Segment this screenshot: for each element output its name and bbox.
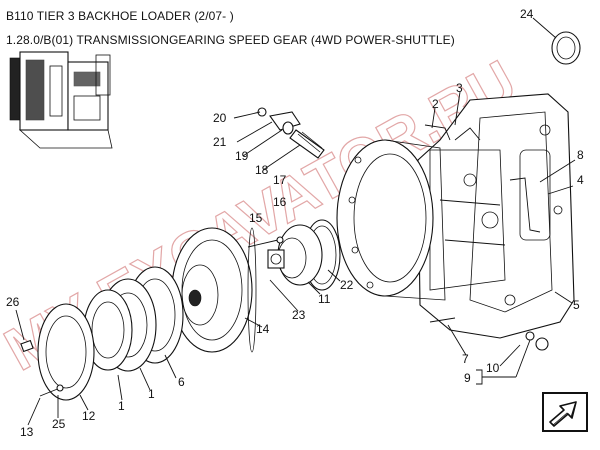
callout-14: 14 [256, 322, 270, 336]
callout-21: 21 [213, 135, 227, 149]
callout-7: 7 [462, 352, 469, 366]
diagram-subtitle: 1.28.0/B(01) TRANSMISSIONGEARING SPEED G… [6, 33, 455, 47]
callout-4: 4 [577, 173, 584, 187]
bell-housing [336, 139, 446, 301]
transmission-housing [417, 93, 575, 339]
callout-25: 25 [52, 417, 66, 431]
callout-9: 9 [464, 371, 471, 385]
pump-11 [267, 224, 323, 286]
callout-15: 15 [249, 211, 263, 225]
part-24-cap [551, 31, 581, 65]
callout-19: 19 [235, 149, 249, 163]
callout-26: 26 [6, 295, 20, 309]
callout-13: 13 [20, 425, 34, 439]
callout-10: 10 [486, 361, 500, 375]
callout-2: 2 [432, 97, 439, 111]
callout-20: 20 [213, 111, 227, 125]
callout-24: 24 [520, 7, 534, 21]
callout-16: 16 [273, 195, 287, 209]
callout-1-b: 1 [118, 399, 125, 413]
page-title: B110 TIER 3 BACKHOE LOADER (2/07- ) [6, 9, 234, 23]
next-page-button[interactable] [542, 392, 588, 432]
assembly-thumbnail [9, 51, 113, 149]
callout-1-a: 1 [148, 387, 155, 401]
callout-8: 8 [577, 148, 584, 162]
callout-labels: 24 3 2 20 21 19 18 17 16 15 8 4 22 11 23… [6, 7, 584, 439]
callout-5: 5 [573, 298, 580, 312]
filter-assembly-18-21 [257, 107, 325, 159]
callout-12: 12 [82, 409, 96, 423]
callout-22: 22 [340, 278, 354, 292]
next-page-arrow-icon [549, 401, 577, 427]
callout-23: 23 [292, 308, 306, 322]
callout-3: 3 [456, 81, 463, 95]
callout-11: 11 [318, 292, 331, 306]
callout-6: 6 [178, 375, 185, 389]
torque-converter-14 [171, 227, 257, 353]
callout-18: 18 [255, 163, 269, 177]
callout-17: 17 [273, 173, 287, 187]
leader-lines [15, 17, 576, 426]
